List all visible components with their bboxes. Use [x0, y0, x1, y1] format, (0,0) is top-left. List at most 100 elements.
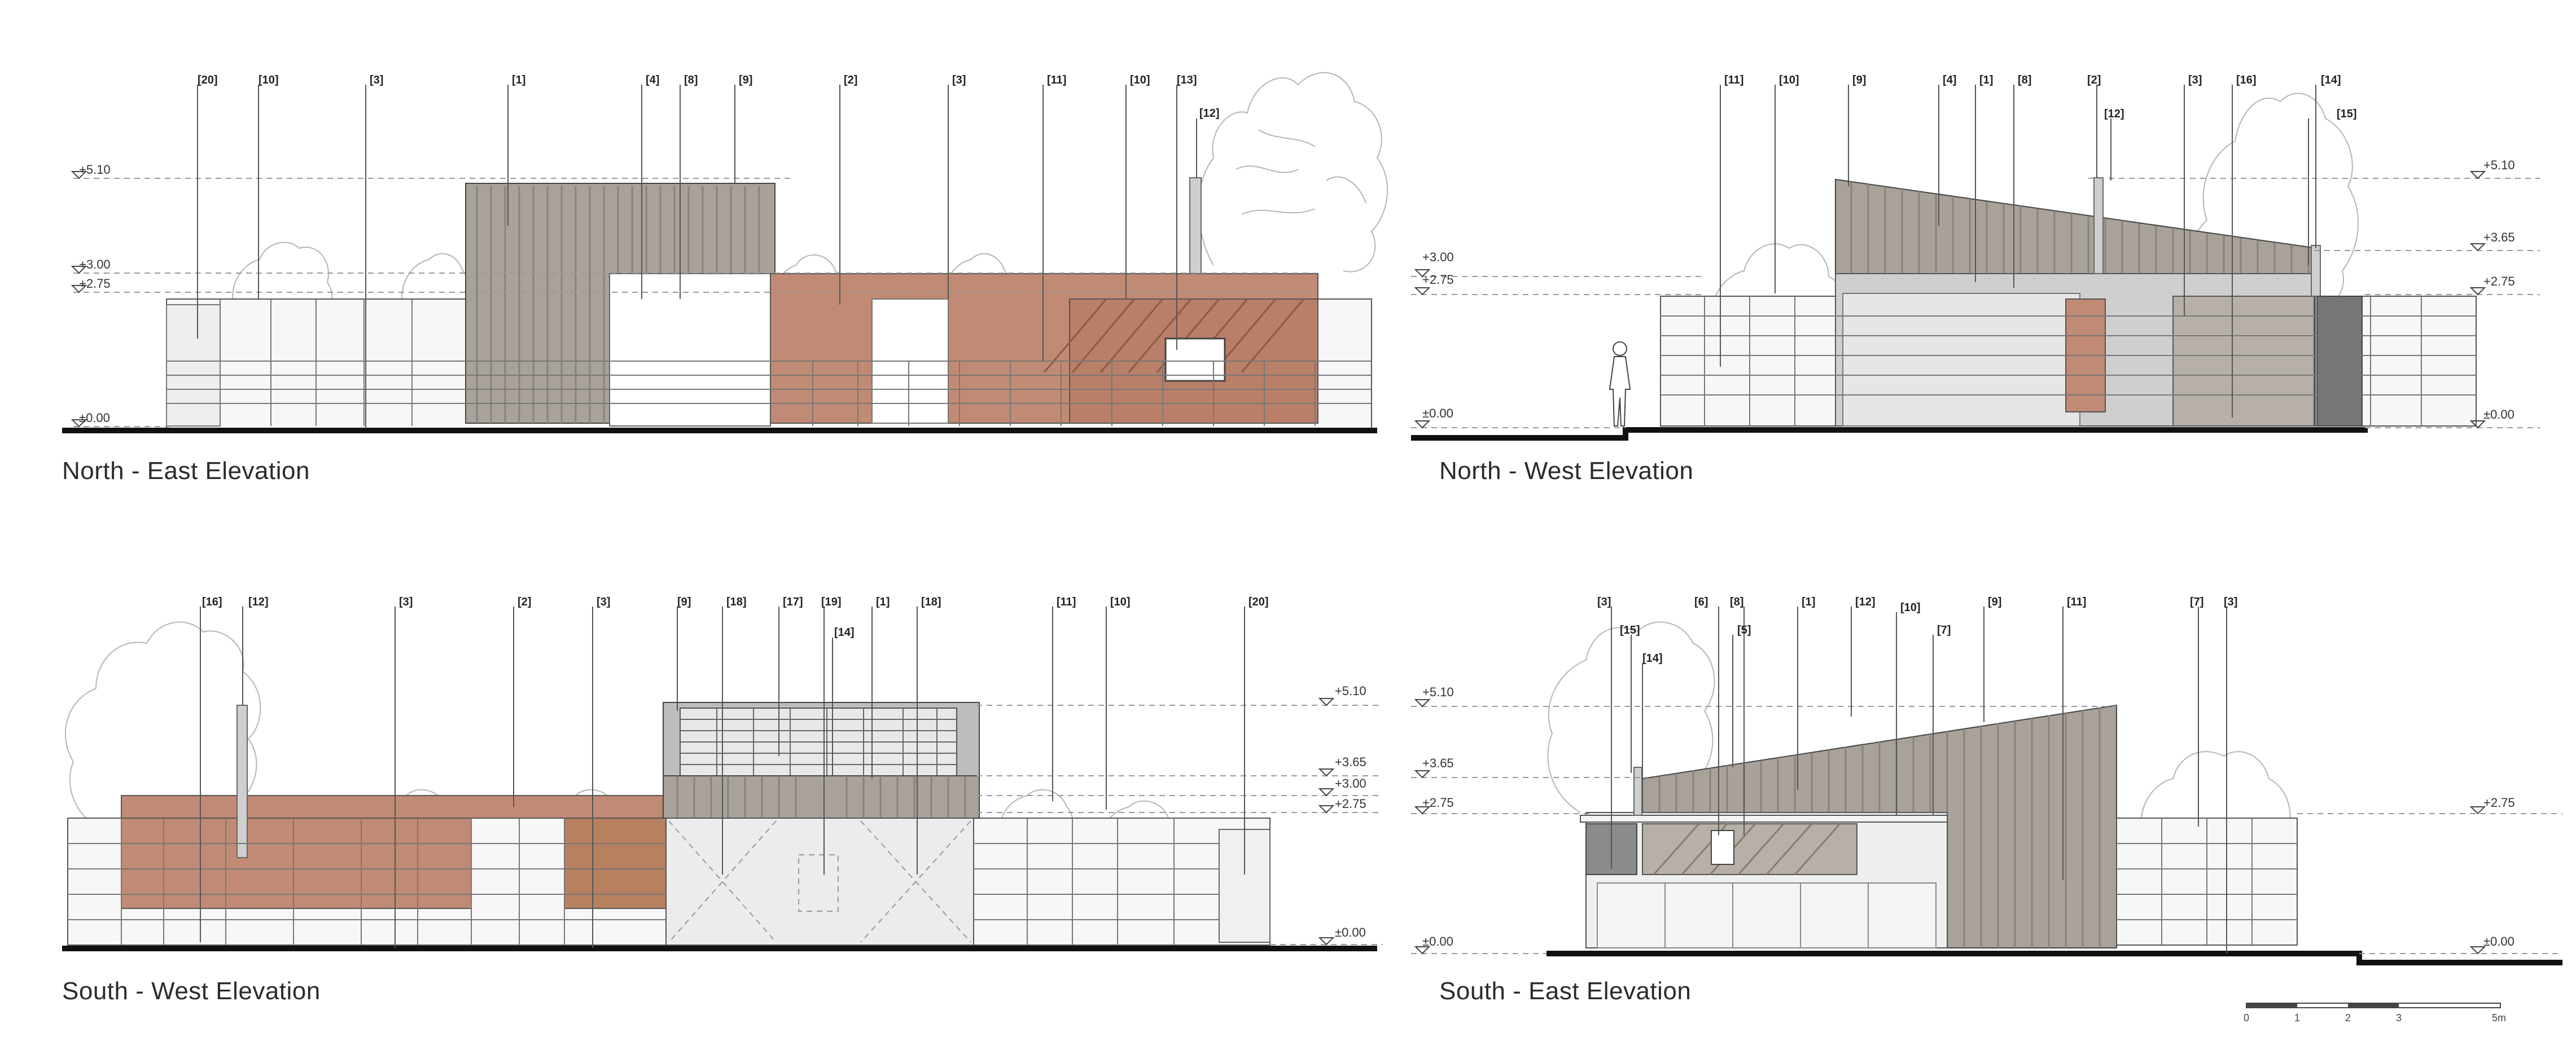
- tag: [16]: [202, 596, 222, 608]
- level-label: +5.10: [1422, 685, 1454, 699]
- level-label: +3.65: [1335, 755, 1366, 769]
- material-tags: [3] [15] [14] [6] [8] [5] [1] [12] [10] …: [1597, 596, 2237, 665]
- tag: [18]: [921, 596, 941, 608]
- scale-label: 1: [2294, 1012, 2300, 1024]
- tag: [20]: [198, 74, 218, 86]
- tag: [11]: [1047, 74, 1066, 86]
- north-west-drawing: [11] [10] [9] [4] [1] [8] [2] [12] [3] […: [1411, 74, 2540, 441]
- tag: [4]: [646, 74, 659, 86]
- level-label: ±0.00: [2483, 407, 2514, 421]
- railing: [68, 818, 1219, 945]
- leader-lines: [197, 85, 1197, 429]
- elevation-title: North - West Elevation: [1439, 457, 1694, 485]
- ground-line: [62, 428, 1377, 433]
- tag: [12]: [1199, 107, 1220, 120]
- north-west-elevation: [11] [10] [9] [4] [1] [8] [2] [12] [3] […: [1411, 0, 2576, 508]
- tag: [10]: [1110, 596, 1131, 608]
- tag: [14]: [1642, 652, 1663, 665]
- tag: [3]: [2224, 596, 2237, 608]
- tag: [3]: [1597, 596, 1611, 608]
- tag: [7]: [2190, 596, 2203, 608]
- elevation-title: North - East Elevation: [62, 457, 310, 485]
- tag: [11]: [1724, 74, 1743, 86]
- level-label: ±0.00: [1422, 406, 1453, 420]
- tag: [7]: [1937, 624, 1951, 636]
- human-scale-figure: [1609, 341, 1631, 427]
- level-label: +3.00: [1422, 250, 1454, 264]
- tag: [12]: [248, 596, 269, 608]
- scale-label: 5m: [2492, 1012, 2506, 1024]
- material-tags: [16] [12] [3] [2] [3] [9] [18] [17] [19]…: [202, 596, 1269, 639]
- tag: [1]: [1979, 74, 1993, 86]
- tag: [3]: [370, 74, 383, 86]
- elevation-title: South - West Elevation: [62, 977, 321, 1005]
- railing: [167, 299, 1372, 426]
- tag: [3]: [2188, 74, 2202, 86]
- scale-label: 3: [2396, 1012, 2402, 1024]
- south-east-elevation: [3] [15] [14] [6] [8] [5] [1] [12] [10] …: [1411, 519, 2576, 1027]
- north-east-drawing: [20] [10] [3] [1] [4] [8] [9] [2] [3] [1…: [62, 72, 1388, 433]
- tag: [17]: [783, 596, 803, 608]
- tag: [16]: [2236, 74, 2257, 86]
- tag: [2]: [2087, 74, 2101, 86]
- tag: [11]: [1057, 596, 1076, 608]
- south-west-drawing: [16] [12] [3] [2] [3] [9] [18] [17] [19]…: [62, 596, 1383, 951]
- level-label: +2.75: [1422, 273, 1454, 287]
- level-labels: +5.10 +3.65 +3.00 +2.75 ±0.00: [1318, 684, 1366, 946]
- level-label: +2.75: [79, 276, 111, 291]
- south-west-elevation: [16] [12] [3] [2] [3] [9] [18] [17] [19]…: [0, 519, 1411, 1027]
- elevation-title: South - East Elevation: [1439, 977, 1692, 1005]
- material-tags: [11] [10] [9] [4] [1] [8] [2] [12] [3] […: [1724, 74, 2357, 120]
- chimney: [2093, 177, 2104, 274]
- tag: [3]: [399, 596, 413, 608]
- level-label: ±0.00: [1422, 934, 1453, 948]
- tag: [5]: [1737, 624, 1751, 636]
- level-labels: +5.10 +3.65 +2.75 ±0.00 +2.75 ±0.00: [1414, 685, 2515, 955]
- chimney: [1189, 177, 1202, 274]
- level-label: +3.00: [1335, 776, 1366, 790]
- ground-line: [62, 946, 1377, 951]
- scale-bar: 0 1 2 3 5m: [2244, 1003, 2506, 1024]
- tag: [20]: [1248, 596, 1269, 608]
- scale-label: 2: [2345, 1012, 2351, 1024]
- tag: [14]: [834, 626, 855, 639]
- timber-volume: [465, 183, 776, 427]
- tag: [3]: [597, 596, 610, 608]
- level-label: +5.10: [79, 162, 111, 177]
- timber-volume: [663, 702, 980, 946]
- railing: [2117, 818, 2297, 945]
- tag: [10]: [1779, 74, 1799, 86]
- level-label: +2.75: [2483, 796, 2515, 810]
- level-label: +2.75: [1422, 796, 1454, 810]
- tag: [8]: [684, 74, 698, 86]
- chimney: [236, 705, 248, 858]
- tag: [9]: [739, 74, 752, 86]
- tag: [9]: [1988, 596, 2001, 608]
- tag: [9]: [1852, 74, 1866, 86]
- material-tags: [20] [10] [3] [1] [4] [8] [9] [2] [3] [1…: [198, 74, 1220, 120]
- level-label: +3.00: [79, 257, 111, 271]
- south-east-drawing: [3] [15] [14] [6] [8] [5] [1] [12] [10] …: [1411, 596, 2562, 1024]
- level-labels: +5.10 +3.00 +2.75 ±0.00: [71, 162, 111, 428]
- tag: [12]: [1855, 596, 1876, 608]
- level-label: +5.10: [2483, 158, 2515, 172]
- level-lines: [1411, 178, 2540, 428]
- tag: [9]: [677, 596, 691, 608]
- level-label: ±0.00: [2483, 934, 2514, 948]
- tag: [1]: [876, 596, 890, 608]
- tag: [12]: [2104, 108, 2124, 120]
- level-label: ±0.00: [79, 411, 110, 425]
- tag: [13]: [1177, 74, 1197, 86]
- ground-line: [1547, 951, 2562, 965]
- railing: [1661, 296, 2476, 426]
- level-label: +3.65: [1422, 756, 1454, 770]
- tag: [18]: [726, 596, 747, 608]
- tag: [2]: [844, 74, 857, 86]
- level-lines: [73, 178, 1315, 427]
- level-label: +2.75: [1335, 797, 1366, 811]
- tag: [6]: [1694, 596, 1708, 608]
- ground-line: [1411, 427, 2368, 441]
- tag: [4]: [1943, 74, 1956, 86]
- level-label: +3.65: [2483, 230, 2515, 244]
